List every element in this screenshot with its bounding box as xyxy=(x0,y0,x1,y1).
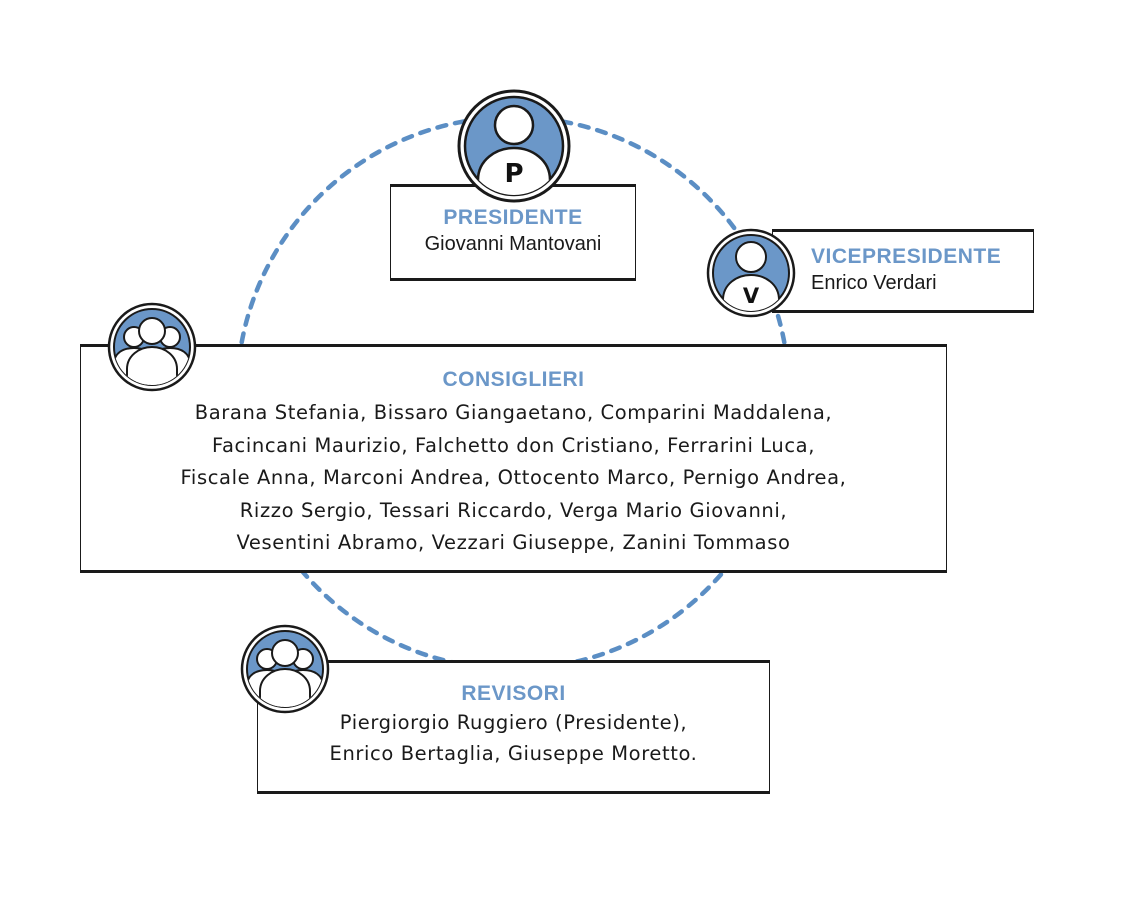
president-title: PRESIDENTE xyxy=(443,206,583,229)
revisori-line: Piergiorgio Ruggiero (Presidente), xyxy=(339,711,688,734)
president-avatar-icon: P xyxy=(457,89,571,203)
consiglieri-title: CONSIGLIERI xyxy=(442,368,585,391)
vicepresident-name: Enrico Verdari xyxy=(811,272,937,294)
vicepresident-title: VICEPRESIDENTE xyxy=(811,245,1002,268)
consiglieri-group-icon xyxy=(107,302,197,392)
revisori-card: REVISORI Piergiorgio Ruggiero (President… xyxy=(257,660,770,794)
consiglieri-line: Fiscale Anna, Marconi Andrea, Ottocento … xyxy=(180,466,847,489)
vicepresident-badge: V xyxy=(743,284,760,308)
president-name: Giovanni Mantovani xyxy=(424,233,602,255)
consiglieri-line: Rizzo Sergio, Tessari Riccardo, Verga Ma… xyxy=(239,498,788,522)
revisori-title: REVISORI xyxy=(461,682,566,705)
consiglieri-line: Facincani Maurizio, Falchetto don Cristi… xyxy=(211,433,816,457)
revisori-line: Enrico Bertaglia, Giuseppe Moretto. xyxy=(329,742,698,765)
revisori-members: Piergiorgio Ruggiero (Presidente), Enric… xyxy=(258,707,769,769)
consiglieri-members: Barana Stefania, Bissaro Giangaetano, Co… xyxy=(81,397,946,560)
consiglieri-line: Barana Stefania, Bissaro Giangaetano, Co… xyxy=(194,401,833,424)
consiglieri-card: CONSIGLIERI Barana Stefania, Bissaro Gia… xyxy=(80,344,947,573)
revisori-group-icon xyxy=(240,624,330,714)
vicepresident-card: VICEPRESIDENTE Enrico Verdari xyxy=(772,229,1034,313)
consiglieri-line: Vesentini Abramo, Vezzari Giuseppe, Zani… xyxy=(236,531,791,554)
president-badge: P xyxy=(504,159,523,189)
vicepresident-avatar-icon: V xyxy=(706,228,796,318)
